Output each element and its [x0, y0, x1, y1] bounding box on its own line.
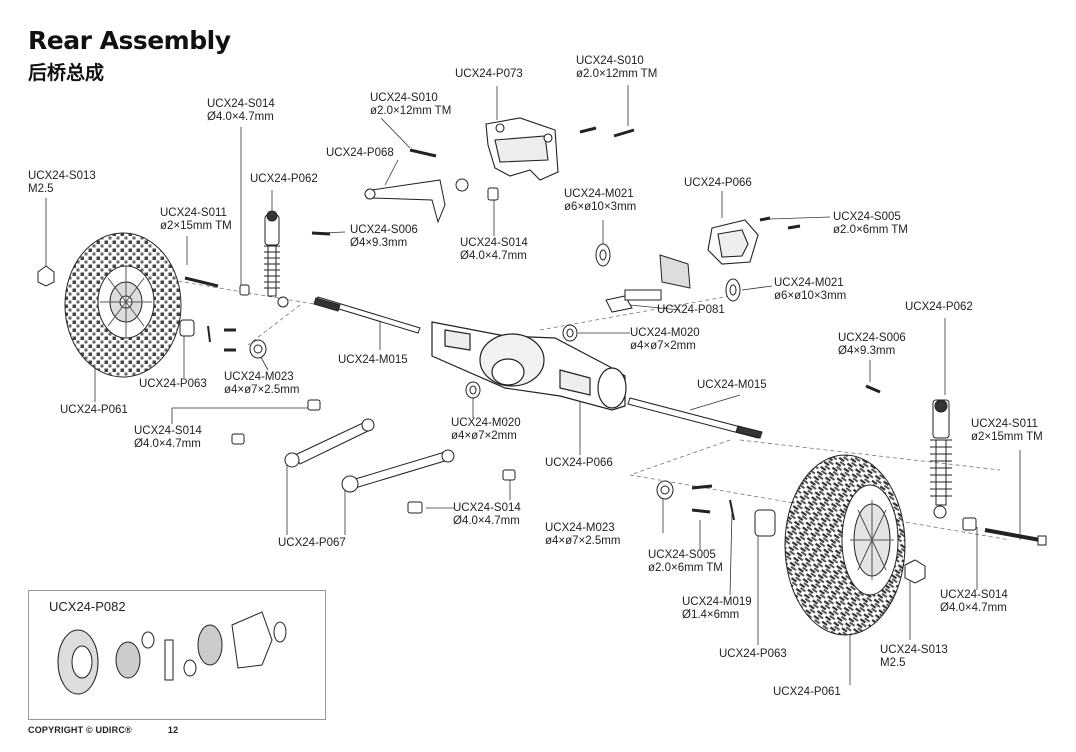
differential-inset: UCX24-P082 [28, 590, 326, 720]
page-title: Rear Assembly [28, 26, 231, 55]
diff-cover [707, 219, 759, 265]
callout-p063-right: UCX24-P063 [719, 648, 787, 660]
left-wheel [64, 232, 182, 378]
callout-p062-left: UCX24-P062 [250, 173, 318, 185]
callout-p062-right: UCX24-P062 [905, 301, 973, 313]
left-shock [264, 210, 289, 308]
bushings [37, 187, 977, 584]
callout-p063-left: UCX24-P063 [139, 378, 207, 390]
inset-differential [57, 611, 287, 695]
callout-p061-right: UCX24-P061 [773, 686, 841, 698]
callout-p068: UCX24-P068 [326, 147, 394, 159]
footer: COPYRIGHT © UDIRC® 12 [28, 725, 178, 735]
upper-mount [485, 117, 559, 181]
axle-housing [431, 321, 627, 411]
right-wheel [784, 454, 906, 636]
screws [184, 126, 1047, 546]
suspension-links [284, 178, 469, 493]
callout-p066-bottom: UCX24-P066 [545, 457, 613, 469]
callout-m015-left: UCX24-M015 [338, 354, 408, 366]
callout-p067: UCX24-P067 [278, 537, 346, 549]
axle-shafts [313, 296, 763, 439]
callout-p061-left: UCX24-P061 [60, 404, 128, 416]
page-number: 12 [167, 725, 179, 735]
bearings [179, 243, 776, 537]
inset-title: UCX24-P082 [49, 599, 126, 614]
callout-p066-top: UCX24-P066 [684, 177, 752, 189]
callout-m015-right: UCX24-M015 [697, 379, 767, 391]
right-shock [930, 399, 952, 519]
page-subtitle: 后桥总成 [28, 62, 105, 84]
callout-p081: UCX24-P081 [657, 304, 725, 316]
callout-p073: UCX24-P073 [455, 68, 523, 80]
copyright-text: COPYRIGHT © UDIRC® [28, 725, 132, 735]
pinion-gear [605, 254, 691, 313]
